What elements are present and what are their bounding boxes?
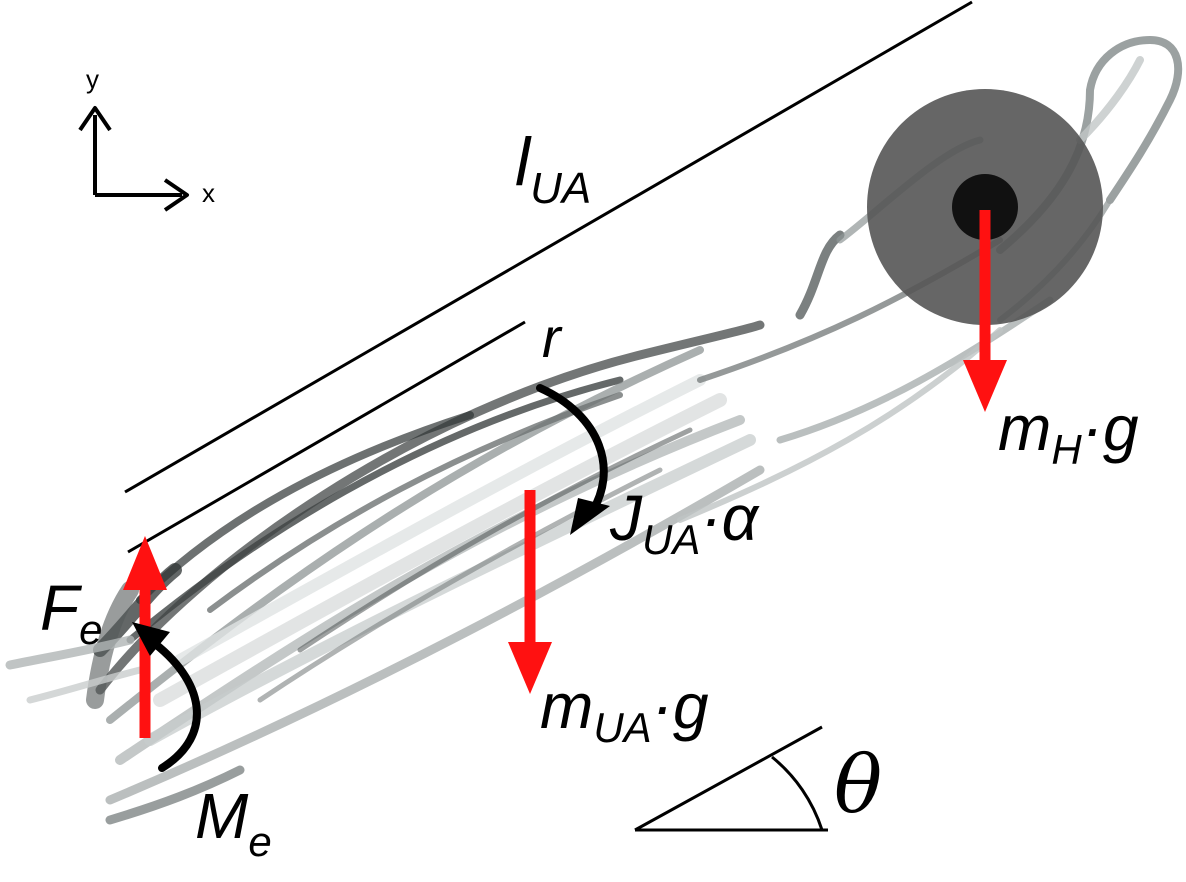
upper-arm-weight-label: mUA·g xyxy=(540,670,709,751)
inertia-moment-arrow xyxy=(536,384,610,535)
angle-indicator xyxy=(634,725,828,832)
upper-arm-sketch xyxy=(5,36,1183,825)
hand-weight-arrow xyxy=(963,210,1007,412)
y-axis-label: y xyxy=(86,64,99,94)
elbow-moment-arrow xyxy=(132,622,201,772)
length-label: lUA xyxy=(515,124,591,213)
x-axis-label: x xyxy=(202,178,215,208)
hand-weight-label: mH·g xyxy=(998,392,1139,473)
radius-label: r xyxy=(542,306,563,369)
hand-mass-center xyxy=(952,174,1018,240)
upper-arm-weight-arrow xyxy=(508,490,552,694)
inertia-label: JUA·α xyxy=(609,482,760,563)
axes-indicator xyxy=(78,106,189,212)
elbow-force-arrow xyxy=(123,536,167,738)
center-of-mass-radius-line xyxy=(127,320,526,554)
angle-label: θ xyxy=(834,738,882,831)
elbow-moment-label: Me xyxy=(195,780,272,865)
elbow-force-label: Fe xyxy=(40,572,102,653)
upper-arm-length-line xyxy=(124,0,973,494)
